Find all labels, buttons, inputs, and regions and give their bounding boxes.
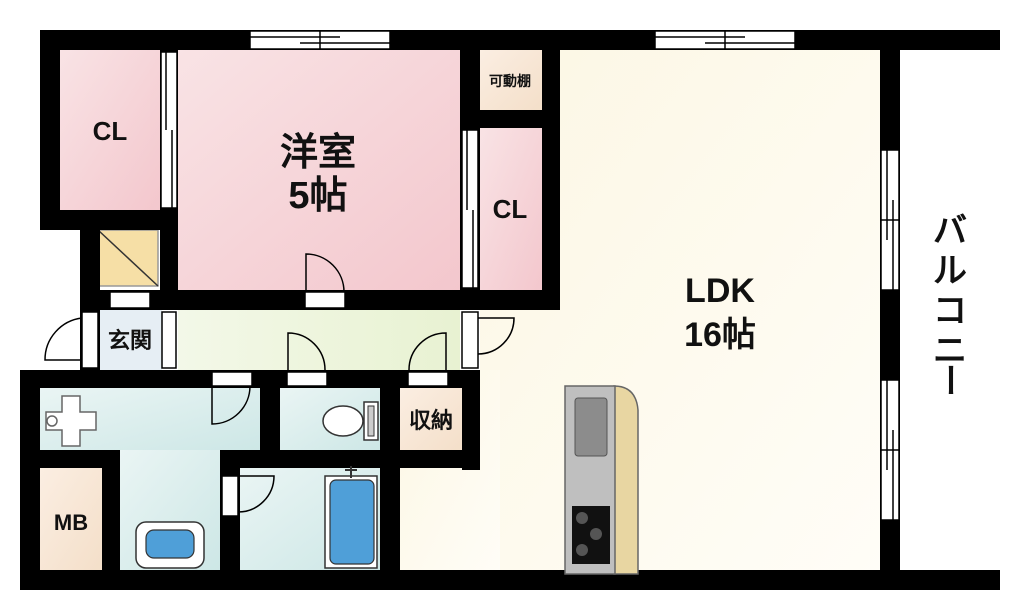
ldk-size: 16帖 [684, 316, 756, 354]
entrance-floor [100, 310, 162, 370]
entrance-label: 玄関 [108, 328, 152, 353]
washbasin-fixture [135, 521, 205, 569]
meter-box-label: MB [54, 510, 88, 535]
balcony-char-2: ル [933, 252, 967, 290]
doors [44, 253, 515, 517]
ldk-name: LDK [685, 272, 755, 310]
western-room-name: 洋室 [280, 131, 356, 174]
balcony-char-4: ニ [933, 332, 967, 370]
closet-right-floor [480, 128, 542, 290]
storage-label: 収納 [409, 408, 453, 433]
balcony-char-1: バ [933, 212, 967, 250]
western-room-size: 5帖 [288, 175, 347, 217]
closet-left-label: CL [93, 116, 128, 146]
balcony-char-3: コ [933, 292, 967, 330]
shoebox-diagonal [97, 229, 159, 287]
sink-fixture [45, 395, 97, 447]
bathtub-fixture [324, 466, 378, 569]
balcony-char-5: ー [930, 363, 968, 397]
closet-right-label: CL [493, 194, 528, 224]
toilet-fixture [322, 401, 379, 441]
kitchen-counter [564, 385, 639, 575]
western-room-floor [178, 50, 460, 290]
adjustable-shelf-floor [480, 50, 542, 110]
closet-doors [160, 51, 479, 289]
windows [249, 30, 900, 521]
storage-floor [400, 388, 462, 450]
corridor-floor [178, 310, 460, 370]
closet-left-floor [60, 50, 160, 210]
balcony-label: バ ル コ ニ ー [930, 212, 968, 397]
adjustable-shelf-label: 可動棚 [489, 73, 531, 89]
meter-box-floor [40, 468, 102, 570]
